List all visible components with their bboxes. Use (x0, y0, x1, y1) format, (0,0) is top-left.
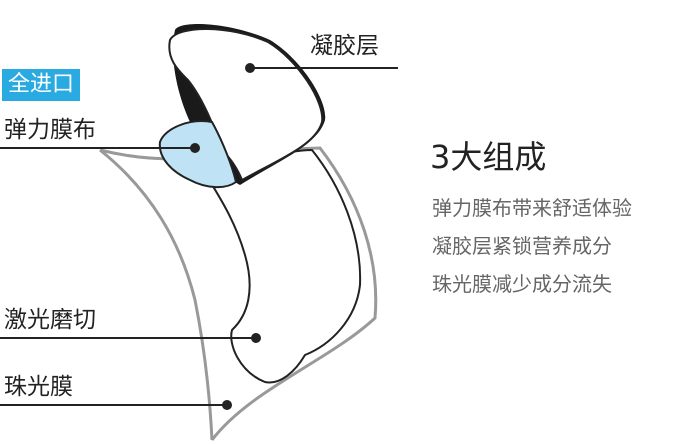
composition-heading: 3大组成 (430, 138, 547, 176)
elastic-membrane-label: 弹力膜布 (4, 117, 96, 143)
elastic-membrane-patch (158, 120, 238, 188)
composition-line-1: 弹力膜布带来舒适体验 (432, 196, 632, 220)
pearl-film-dot (222, 400, 232, 410)
laser-cut-label: 激光磨切 (4, 307, 96, 333)
laser-cut-dot (251, 333, 261, 343)
gel-layer-dot (245, 63, 255, 73)
composition-line-2: 凝胶层紧锁营养成分 (432, 234, 612, 258)
gel-patch-body (206, 148, 362, 384)
gel-layer-label: 凝胶层 (310, 33, 379, 59)
elastic-membrane-dot (190, 143, 200, 153)
composition-line-3: 珠光膜减少成分流失 (432, 272, 612, 296)
gel-flap-front (168, 28, 324, 182)
pearl-film-inner-edge (99, 148, 214, 441)
pearl-film-label: 珠光膜 (4, 374, 73, 400)
full-import-badge: 全进口 (2, 69, 81, 101)
